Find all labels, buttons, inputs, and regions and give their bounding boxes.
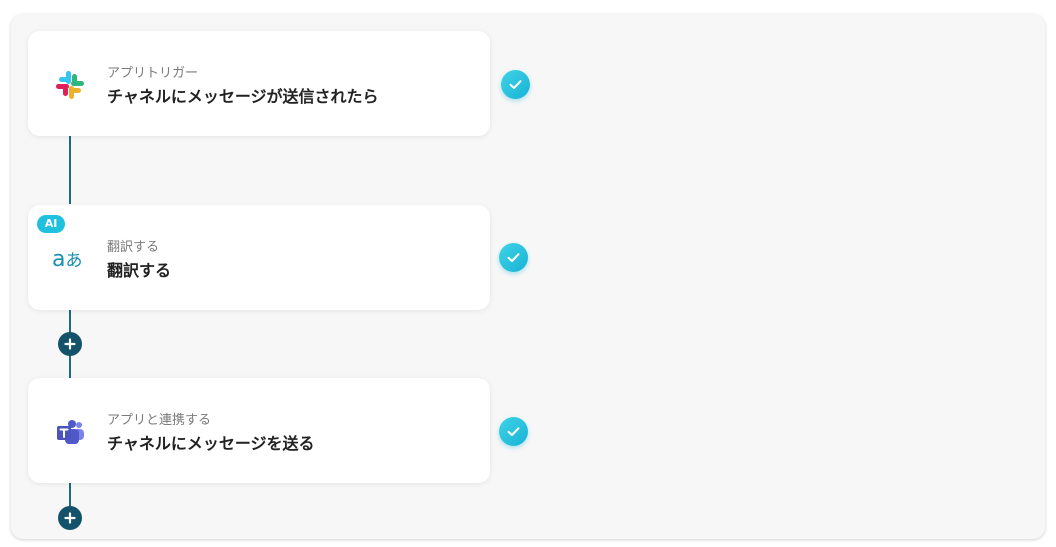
translate-icon: aあ [52,241,88,277]
step-title: チャネルにメッセージが送信されたら [107,87,379,106]
ai-badge: AI [37,215,65,233]
teams-icon [52,414,88,450]
step-sub-label: アプリトリガー [107,66,199,81]
step-sub-label: アプリと連携する [107,413,212,428]
connector-line [69,483,71,523]
flow-step-trigger[interactable]: アプリトリガー チャネルにメッセージが送信されたら [28,31,490,136]
add-step-icon[interactable] [58,332,82,356]
step-sub-label: 翻訳する [107,240,160,255]
check-icon [501,70,530,99]
flow-step-translate[interactable]: aあ 翻訳する 翻訳する [28,205,490,310]
flow-step-teams[interactable]: アプリと連携する チャネルにメッセージを送る [28,378,490,483]
slack-icon [52,67,88,103]
connector-line [69,136,71,204]
step-title: 翻訳する [107,261,172,280]
check-icon [499,243,528,272]
step-title: チャネルにメッセージを送る [107,434,315,453]
check-icon [499,417,528,446]
translate-icon-latin: a [52,247,66,272]
translate-icon-kana: あ [65,251,83,271]
add-step-icon[interactable] [58,506,82,530]
